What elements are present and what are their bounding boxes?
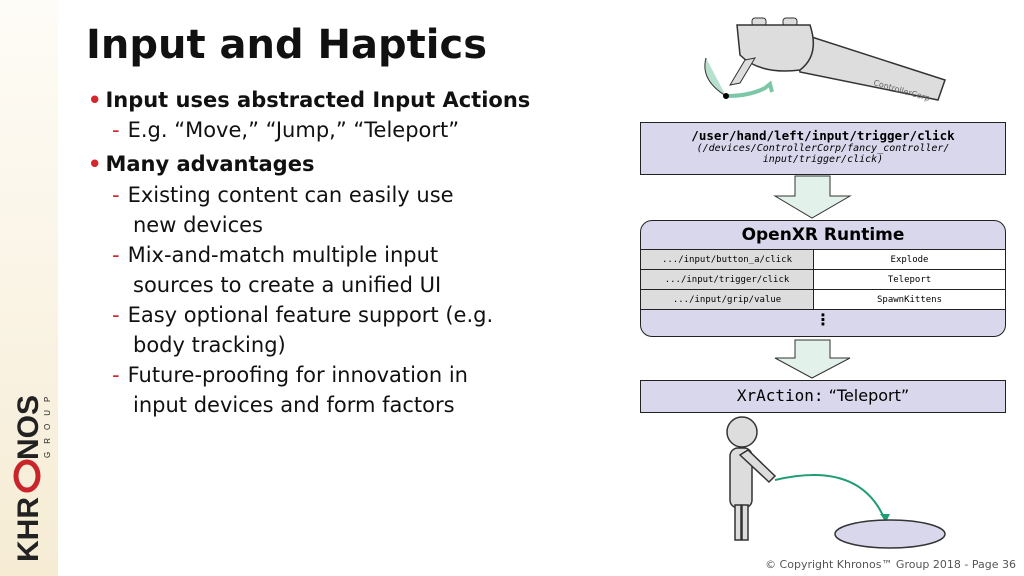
svg-text:KHR: KHR bbox=[12, 497, 45, 562]
svg-text:GROUP: GROUP bbox=[43, 389, 52, 458]
teleport-target bbox=[834, 519, 946, 549]
sub-bullet: -Existing content can easily use bbox=[112, 183, 454, 207]
sub-bullet: -E.g. “Move,” “Jump,” “Teleport” bbox=[112, 118, 460, 142]
sub-bullet: body tracking) bbox=[133, 333, 286, 357]
input-path-box: /user/hand/left/input/trigger/click (/de… bbox=[640, 122, 1006, 175]
khronos-logo: KHR NOS GROUP bbox=[12, 389, 52, 562]
sub-bullet: input devices and form factors bbox=[133, 393, 455, 417]
svg-text:NOS: NOS bbox=[12, 395, 45, 460]
sub-bullet: -Mix-and-match multiple input bbox=[112, 243, 439, 267]
sub-bullet: -Future-proofing for innovation in bbox=[112, 363, 468, 387]
copyright-footer: © Copyright Khronos™ Group 2018 - Page 3… bbox=[765, 558, 1016, 571]
bullet: Input uses abstracted Input Actions bbox=[88, 88, 530, 112]
xraction-box: XrAction: “Teleport” bbox=[640, 380, 1006, 413]
sidebar-strip: KHR NOS GROUP bbox=[0, 0, 58, 576]
sub-bullet: -Easy optional feature support (e.g. bbox=[112, 303, 494, 327]
page-title: Input and Haptics bbox=[86, 22, 487, 68]
controller-illustration: ControllerCorp bbox=[704, 17, 946, 103]
arrow-down-icon bbox=[773, 175, 852, 219]
sub-bullet: new devices bbox=[133, 213, 263, 237]
arrow-down-icon bbox=[774, 339, 851, 379]
person-figure bbox=[726, 416, 777, 541]
more-bindings: ⋮ bbox=[641, 309, 1005, 329]
sub-bullet: sources to create a unified UI bbox=[133, 273, 442, 297]
bullet: Many advantages bbox=[88, 152, 314, 176]
